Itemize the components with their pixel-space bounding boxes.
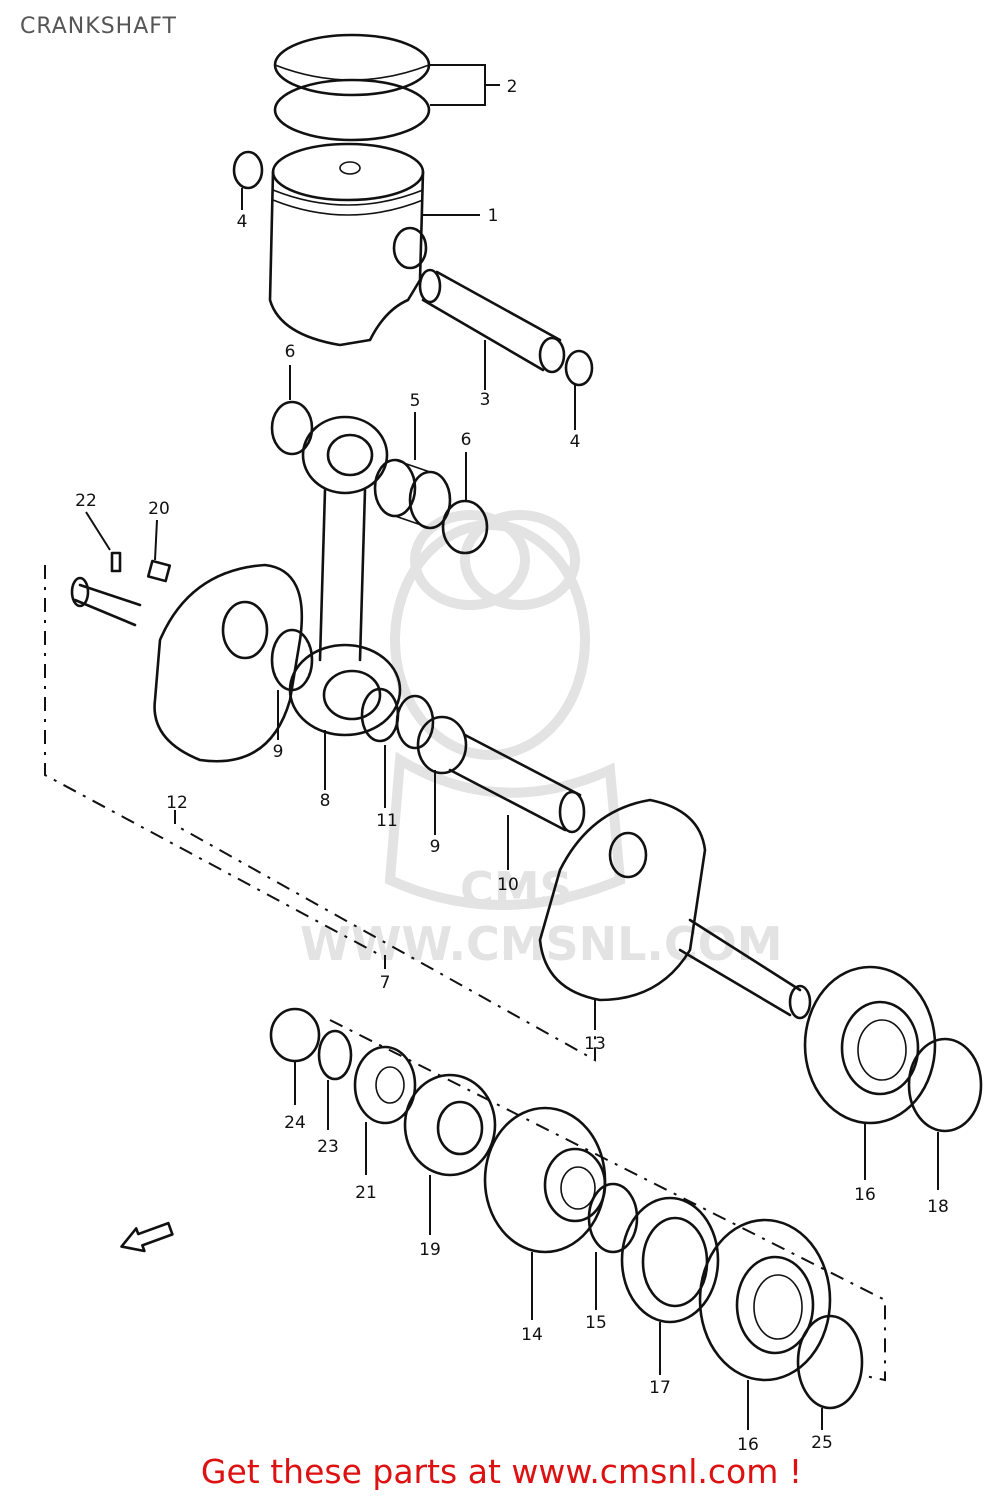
circlip-right [564,349,594,387]
label-9b: 9 [430,837,441,857]
label-16a: 16 [854,1185,876,1205]
crank-nut [269,1007,321,1063]
crank-bearing-upper [803,965,937,1125]
watermark: CMS WWW.CMSNL.COM [300,510,783,971]
label-5: 5 [410,391,421,411]
piston-pin [418,268,566,374]
woodruff-key [146,559,172,583]
crank-pin [448,733,586,834]
label-12: 12 [166,793,188,813]
oil-seal-lower [796,1314,864,1410]
circlip-left [232,150,264,190]
label-9a: 9 [273,742,284,762]
label-18: 18 [927,1197,949,1217]
part-labels: 1 2 3 4 4 5 6 6 7 8 9 9 10 11 12 13 14 1… [75,77,949,1455]
label-20: 20 [148,499,170,519]
pump-drive-gear [403,1073,497,1177]
label-7: 7 [380,973,391,993]
label-13: 13 [584,1034,606,1054]
label-10: 10 [497,875,519,895]
label-21: 21 [355,1183,377,1203]
label-16b: 16 [737,1435,759,1455]
oil-seal-left [620,1196,720,1324]
piston [268,142,428,347]
label-4b: 4 [570,432,581,452]
label-11: 11 [376,811,398,831]
dowel-pin [110,551,122,573]
label-8: 8 [320,791,331,811]
small-end-bearing [373,458,452,530]
oil-seal-right [907,1037,983,1133]
crank-web-right [538,798,812,1020]
nut-washer [317,1029,353,1081]
o-ring [587,1182,639,1254]
label-15: 15 [585,1313,607,1333]
label-2: 2 [507,77,518,97]
primary-drive-gear [353,1045,417,1125]
label-24: 24 [284,1113,306,1133]
label-4a: 4 [237,212,248,232]
assembly-lines [44,565,886,1382]
label-6a: 6 [285,342,296,362]
forward-arrow-icon [120,1221,174,1253]
crank-bearing-lower [698,1218,832,1382]
crank-washer-right [416,715,468,775]
label-3: 3 [480,390,491,410]
thrust-washer-right [441,499,489,555]
leader-lines [85,64,939,1430]
label-6b: 6 [461,430,472,450]
page-title: CRANKSHAFT [20,14,177,39]
label-19: 19 [419,1240,441,1260]
big-end-bearing [360,687,435,750]
label-22: 22 [75,491,97,511]
label-1: 1 [488,206,499,226]
parts-link-footer[interactable]: Get these parts at www.cmsnl.com ! [200,1452,803,1491]
thrust-washer-upper [270,400,314,456]
label-14: 14 [521,1325,543,1345]
label-25: 25 [811,1433,833,1453]
connecting-rod [288,415,402,737]
label-17: 17 [649,1378,671,1398]
crank-web-left [70,563,304,763]
label-23: 23 [317,1137,339,1157]
primary-gear [483,1106,607,1254]
piston-rings [273,33,431,142]
